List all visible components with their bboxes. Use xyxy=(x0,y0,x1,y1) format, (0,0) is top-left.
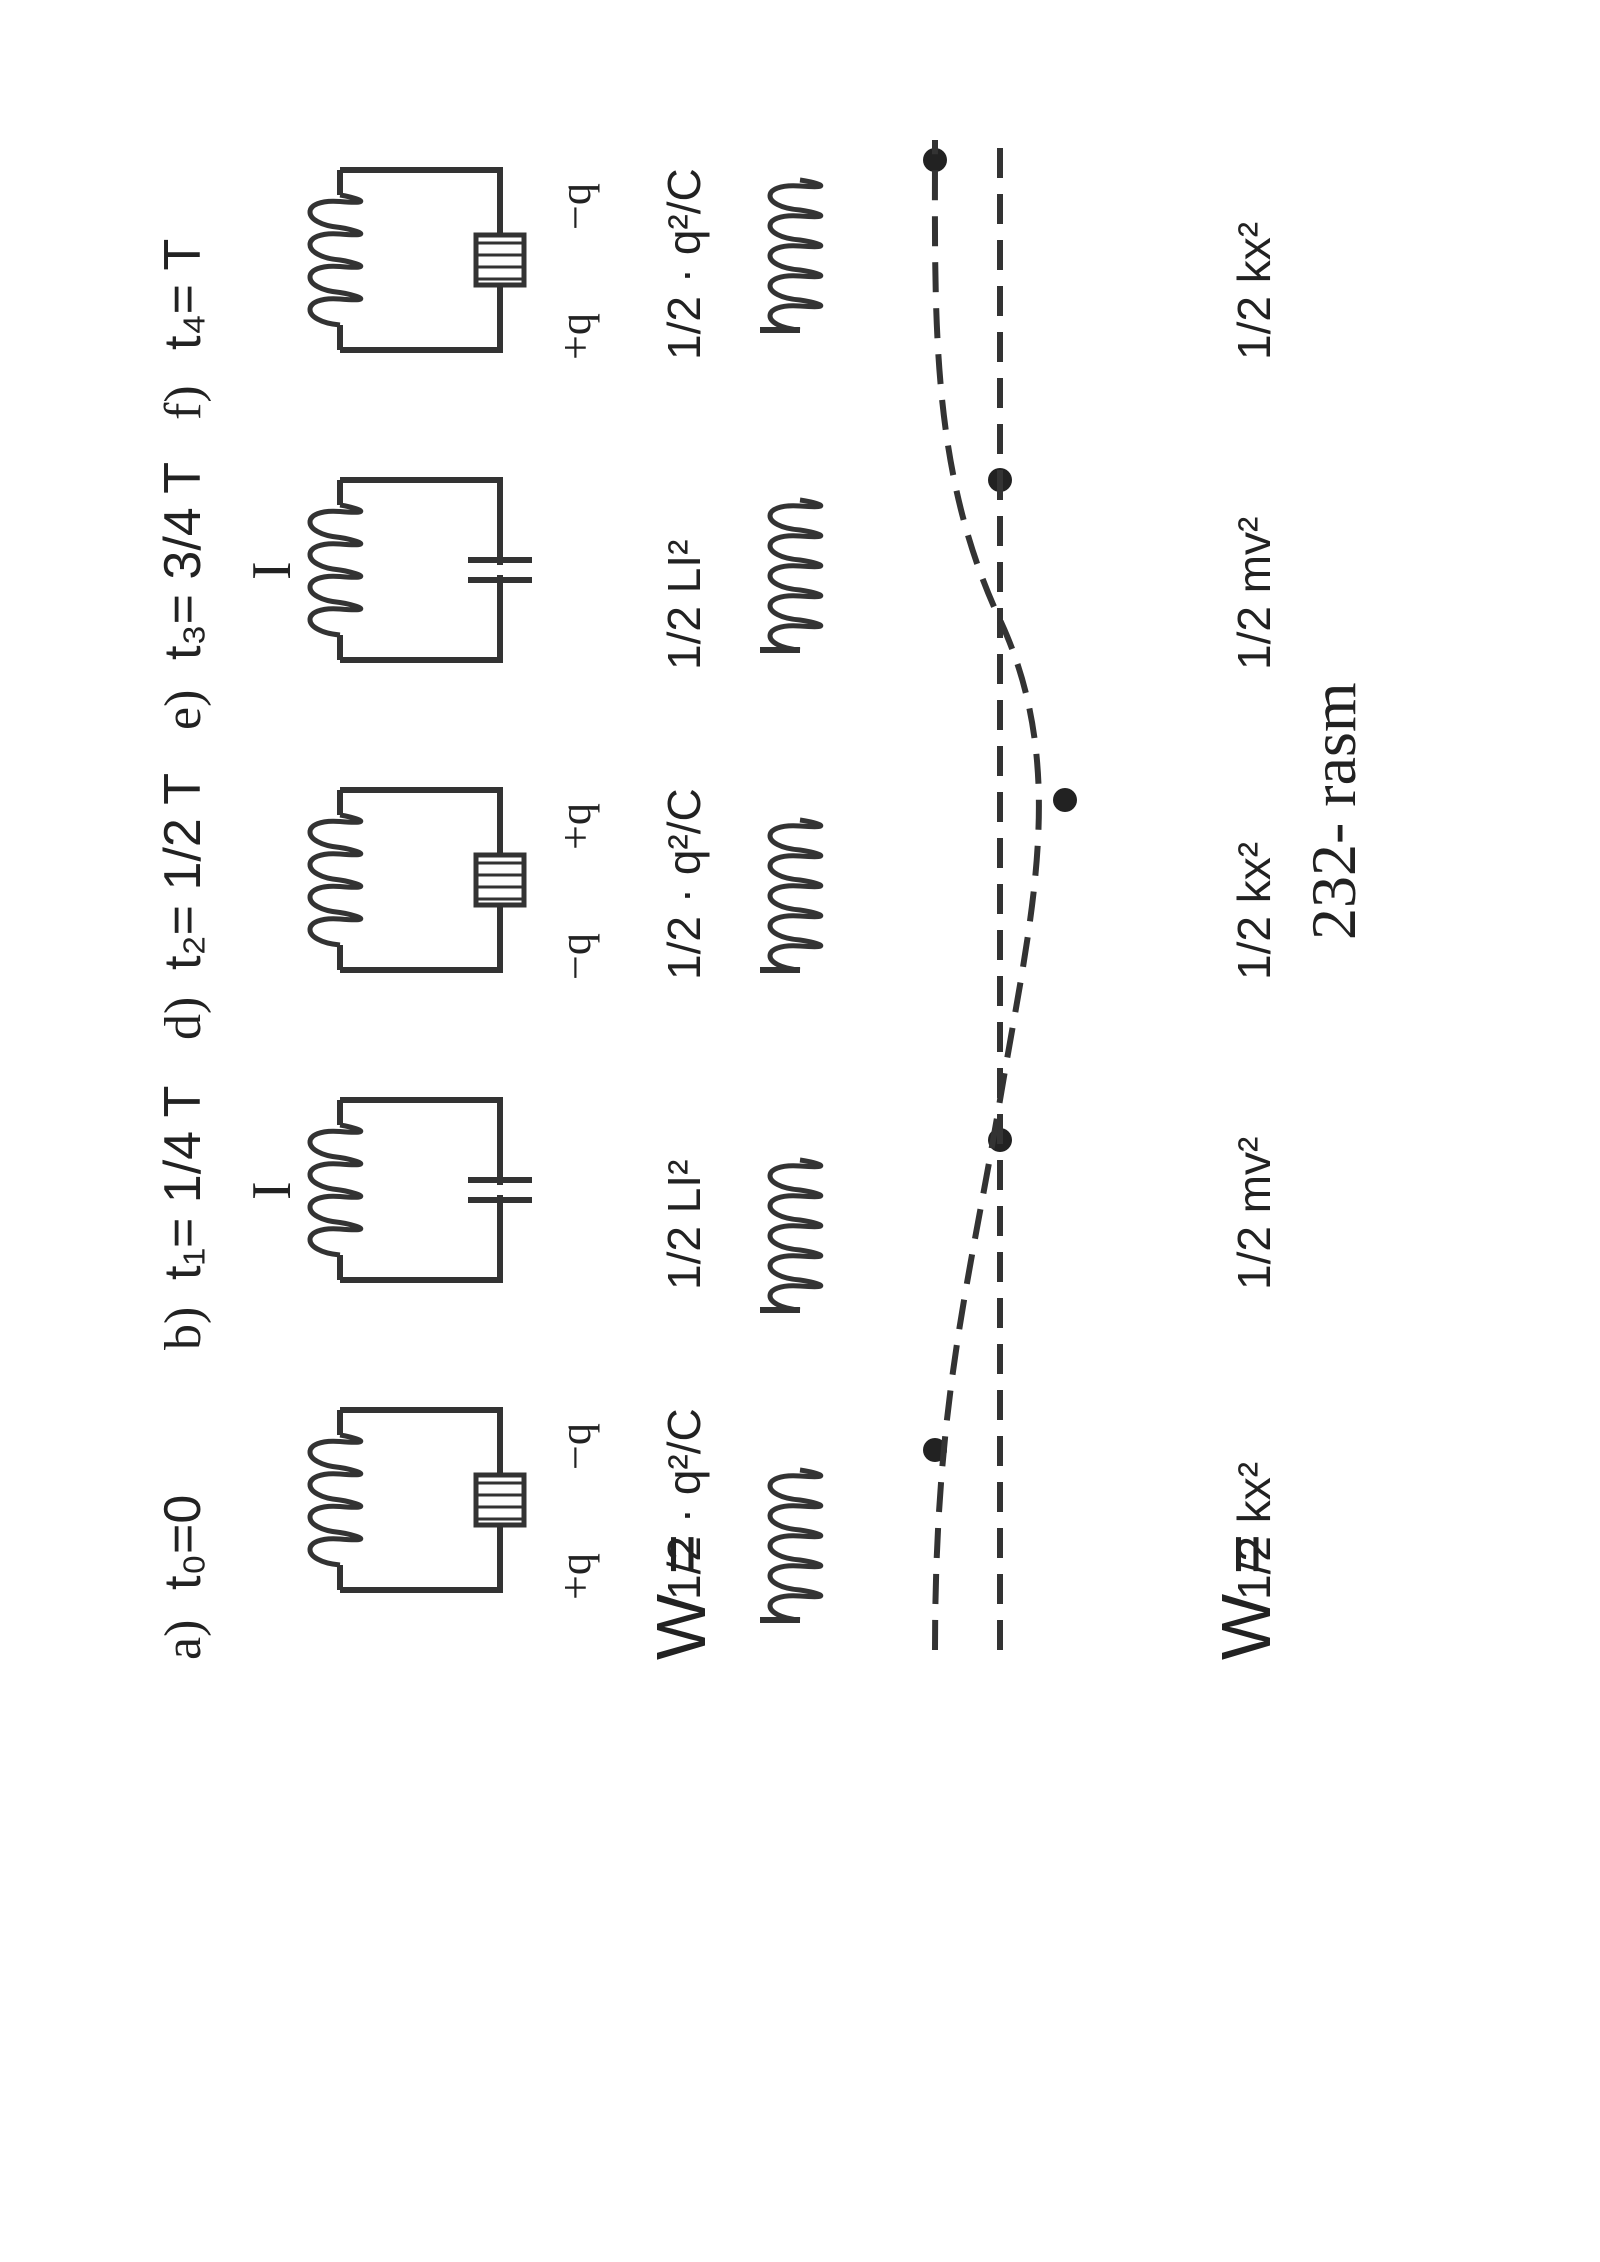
circuit-wire xyxy=(340,1097,503,1283)
circuit-energy: 1/2 · q²/C xyxy=(658,1408,710,1600)
oscillation-curve xyxy=(931,139,1042,1651)
mechanical-energy: 1/2 mv² xyxy=(1228,517,1280,670)
inductor-coil xyxy=(307,1122,364,1258)
mechanical-energy: 1/2 mv² xyxy=(1228,1137,1280,1290)
inductor-coil xyxy=(307,192,364,328)
current-label: I xyxy=(241,561,303,580)
panel-0: a) t₀=0 +q −q 1/2 · q²/C 1/2 kx² xyxy=(154,1407,1280,1660)
panel-time: t₄= T xyxy=(154,239,212,350)
charge-top-label: +q xyxy=(551,313,600,360)
panel-3: e) t₃= 3/4 T I 1/2 LI² 1/2 mv² xyxy=(154,462,1280,730)
mechanical-spring xyxy=(767,1467,824,1623)
inductor-coil xyxy=(307,1432,364,1568)
panel-time: t₀=0 xyxy=(154,1495,212,1590)
capacitor-charged xyxy=(473,232,527,288)
charge-bottom-label: +q xyxy=(551,803,600,850)
charge-bottom-label: −q xyxy=(551,183,600,230)
capacitor-charged xyxy=(473,1472,527,1528)
inductor-coil xyxy=(307,502,364,638)
panel-time: t₃= 3/4 T xyxy=(154,462,212,660)
charge-top-label: −q xyxy=(551,933,600,980)
capacitor-charged xyxy=(473,852,527,908)
panel-1: b) t₁= 1/4 T I 1/2 LI² 1/2 mv² xyxy=(154,1086,1280,1350)
mechanical-spring xyxy=(767,817,824,973)
panel-letter: f) xyxy=(155,385,212,420)
panel-letter: a) xyxy=(155,1620,212,1660)
mechanical-energy: 1/2 kx² xyxy=(1228,1462,1280,1600)
circuit-energy: 1/2 · q²/C xyxy=(658,788,710,980)
mechanical-energy: 1/2 kx² xyxy=(1228,842,1280,980)
energy-label-circuit: W = xyxy=(642,1534,720,1660)
panel-2: d) t₂= 1/2 T −q +q 1/2 · q²/C 1/2 kx² xyxy=(154,773,1280,1040)
circuit-energy: 1/2 LI² xyxy=(658,1160,710,1290)
spring-bob xyxy=(923,148,947,172)
panel-letter: b) xyxy=(155,1307,212,1350)
spring-bob xyxy=(1053,788,1077,812)
panel-4: f) t₄= T +q −q 1/2 · q²/C 1/2 kx² xyxy=(154,148,1280,420)
lc-oscillation-figure: W = W = a) t₀=0 +q −q 1/2 · q²/C 1/2 kx² b) t₁=… xyxy=(154,139,1369,1660)
mechanical-energy: 1/2 kx² xyxy=(1228,222,1280,360)
circuit-energy: 1/2 LI² xyxy=(658,540,710,670)
charge-top-label: +q xyxy=(551,1553,600,1600)
panel-time: t₁= 1/4 T xyxy=(154,1086,212,1280)
inductor-coil xyxy=(307,812,364,948)
mechanical-spring xyxy=(767,497,824,653)
figure-caption: 232- rasm xyxy=(1298,682,1369,940)
panel-letter: d) xyxy=(155,997,212,1040)
panel-time: t₂= 1/2 T xyxy=(154,773,212,970)
circuit-wire xyxy=(340,477,503,663)
mechanical-spring xyxy=(767,177,824,333)
energy-label-mechanical: W = xyxy=(1207,1534,1285,1660)
panel-letter: e) xyxy=(155,690,212,730)
rotated-figure: W = W = a) t₀=0 +q −q 1/2 · q²/C 1/2 kx² b) t₁=… xyxy=(140,20,1420,1700)
mechanical-spring xyxy=(767,1157,824,1313)
current-label: I xyxy=(241,1181,303,1200)
charge-bottom-label: −q xyxy=(551,1423,600,1470)
circuit-energy: 1/2 · q²/C xyxy=(658,168,710,360)
